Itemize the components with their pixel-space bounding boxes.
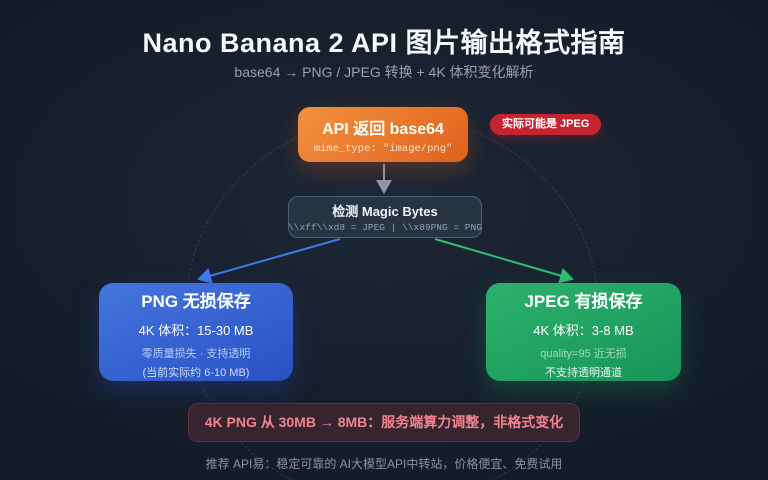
jpeg-node-note: 不支持透明通道 bbox=[545, 366, 622, 379]
magic-bytes-node: 检测 Magic Bytes \\xff\\xd8 = JPEG | \\x89… bbox=[288, 196, 482, 238]
api-node-mime-code: mime_type: "image/png" bbox=[313, 142, 453, 155]
jpeg-node-title: JPEG 有损保存 bbox=[524, 291, 643, 311]
arrow-detect-to-png bbox=[197, 238, 341, 284]
arrow-detect-to-jpeg bbox=[434, 238, 574, 284]
jpeg-node-size: 4K 体积：3-8 MB bbox=[533, 322, 634, 338]
png-node-size: 4K 体积：15-30 MB bbox=[138, 322, 254, 338]
png-node-title: PNG 无损保存 bbox=[141, 291, 251, 311]
png-node-features: 零质量损失 · 支持透明 bbox=[141, 347, 251, 360]
page-subtitle: base64 → PNG / JPEG 转换 + 4K 体积变化解析 bbox=[234, 64, 534, 80]
png-node-note: (当前实际约 6-10 MB) bbox=[142, 366, 250, 379]
jpeg-result-node: JPEG 有损保存 4K 体积：3-8 MB quality=95 近无损 不支… bbox=[486, 283, 681, 381]
jpeg-warning-badge: 实际可能是 JPEG bbox=[490, 114, 602, 135]
api-node-title: API 返回 base64 bbox=[322, 120, 444, 138]
api-return-node: API 返回 base64 mime_type: "image/png" bbox=[298, 107, 468, 162]
size-change-callout: 4K PNG 从 30MB → 8MB：服务端算力调整，非格式变化 bbox=[188, 403, 580, 442]
detect-node-title: 检测 Magic Bytes bbox=[332, 204, 438, 219]
jpeg-node-quality: quality=95 近无损 bbox=[540, 347, 627, 360]
footer-recommendation: 推荐 API易：稳定可靠的 AI大模型API中转站，价格便宜、免费试用 bbox=[205, 457, 563, 471]
png-result-node: PNG 无损保存 4K 体积：15-30 MB 零质量损失 · 支持透明 (当前… bbox=[99, 283, 293, 381]
detect-node-bytes-code: \\xff\\xd8 = JPEG | \\x89PNG = PNG bbox=[288, 222, 482, 233]
page-title: Nano Banana 2 API 图片输出格式指南 bbox=[142, 28, 626, 58]
